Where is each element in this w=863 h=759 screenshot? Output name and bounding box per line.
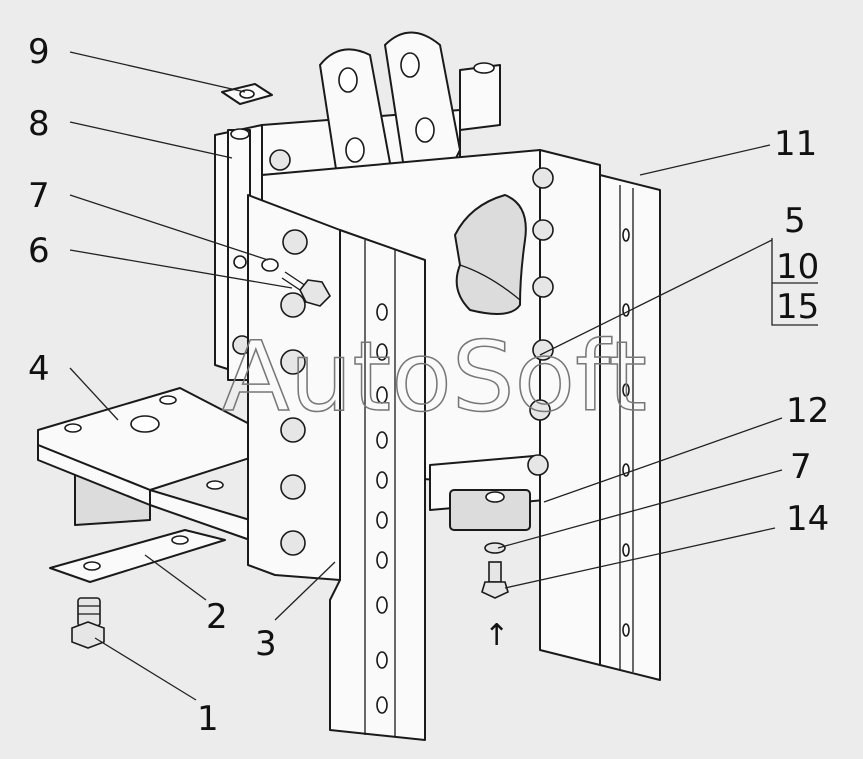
- shim-plate-part-2: [49, 529, 226, 583]
- bracket-plate-part-4: [37, 387, 291, 541]
- washer-part-9: [221, 83, 273, 105]
- callout-12: 12: [786, 391, 829, 431]
- callout-labels: 9 8 7 6 4 11 5 10 15 12 7 14 2 3 1: [28, 32, 829, 739]
- callout-14: 14: [786, 499, 829, 539]
- callout-15: 15: [776, 287, 819, 327]
- watermark: AutoSoft: [222, 321, 647, 433]
- callout-7-lower: 7: [790, 447, 812, 487]
- callout-4: 4: [28, 349, 50, 389]
- callout-8: 8: [28, 104, 50, 144]
- callout-11: 11: [774, 124, 817, 164]
- callout-5: 5: [784, 201, 806, 241]
- callout-2: 2: [206, 597, 228, 637]
- callout-9: 9: [28, 32, 50, 72]
- loose-bolt-part-6: [261, 258, 331, 307]
- leader-lines: [69, 51, 818, 701]
- callout-1: 1: [197, 699, 219, 739]
- right-rail-part-11: [527, 149, 661, 681]
- callout-10: 10: [776, 247, 819, 287]
- loose-bolt-part-1: [71, 597, 105, 649]
- callout-3: 3: [255, 624, 277, 664]
- up-arrow-icon: ↑: [484, 618, 509, 653]
- bottom-bolt-part-14: [481, 542, 509, 599]
- callout-6: 6: [28, 231, 50, 271]
- callout-7-upper: 7: [28, 176, 50, 216]
